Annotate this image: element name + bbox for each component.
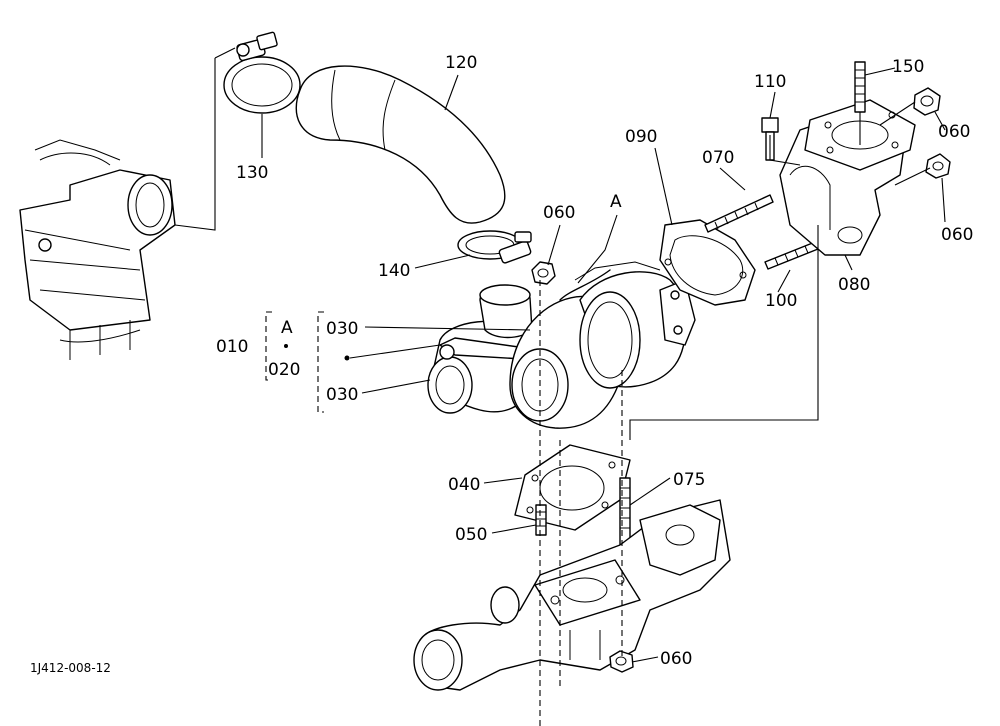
label-010: 010 — [216, 337, 248, 357]
label-050: 050 — [455, 525, 487, 545]
label-060-bottom: 060 — [660, 649, 692, 669]
label-110: 110 — [754, 72, 786, 92]
hose-clamp-140 — [457, 230, 532, 264]
label-060-lower: 060 — [941, 225, 973, 245]
stud-150 — [854, 61, 866, 113]
label-030-upper: 030 — [326, 319, 358, 339]
marker-a-top: A — [610, 192, 622, 212]
label-100: 100 — [765, 291, 797, 311]
label-130: 130 — [236, 163, 268, 183]
nut-060-upper — [913, 87, 941, 116]
label-080: 080 — [838, 275, 870, 295]
label-020: 020 — [268, 360, 300, 380]
diagram-code: 1J412-008-12 — [30, 661, 111, 675]
label-040: 040 — [448, 475, 480, 495]
engine-intake-housing — [19, 139, 176, 360]
assembly-dashed-lines — [174, 47, 931, 726]
label-150: 150 — [892, 57, 924, 77]
labels: 120 130 140 060 A 090 070 110 150 060 06… — [30, 53, 973, 675]
label-090: 090 — [625, 127, 657, 147]
label-070: 070 — [702, 148, 734, 168]
nut-060-bottom — [609, 650, 634, 673]
label-120: 120 — [445, 53, 477, 73]
intake-hose-120 — [295, 65, 506, 224]
label-030-lower: 030 — [326, 385, 358, 405]
gasket-090 — [659, 219, 756, 306]
exhaust-manifold — [413, 499, 731, 691]
hose-clamp-130 — [223, 31, 301, 114]
label-140: 140 — [378, 261, 410, 281]
label-075: 075 — [673, 470, 705, 490]
marker-a-group: A — [281, 318, 293, 338]
group-brackets — [265, 311, 350, 413]
label-060-upper: 060 — [938, 122, 970, 142]
nut-060-lower — [925, 153, 951, 179]
nut-060-turbo — [531, 261, 556, 285]
label-060-nut: 060 — [543, 203, 575, 223]
label-leader-lines — [261, 67, 946, 663]
stud-050 — [535, 504, 547, 536]
turbocharger-assembly — [427, 261, 696, 429]
exhaust-elbow-080 — [779, 99, 916, 256]
gasket-040 — [514, 444, 631, 531]
stud-070 — [704, 194, 774, 233]
